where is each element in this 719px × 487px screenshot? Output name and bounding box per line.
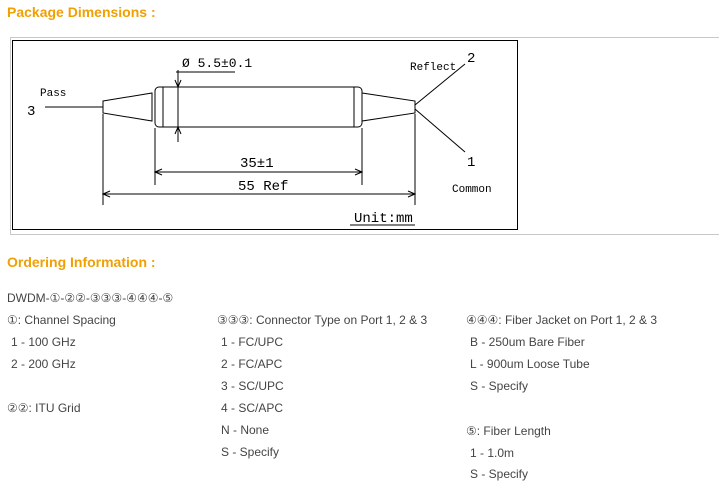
unit-label: Unit:mm [354, 211, 413, 227]
connector-option: 4 - SC/APC [221, 401, 284, 415]
fiber-length-option: 1 - 1.0m [470, 446, 515, 460]
connector-option: N - None [221, 423, 270, 437]
fiber-length-heading: ⑤: Fiber Length [466, 424, 551, 438]
left-boot [102, 92, 153, 122]
fiber-jacket-option: L - 900um Loose Tube [470, 357, 590, 371]
device-body [154, 86, 363, 128]
reflect-label: Reflect [410, 62, 456, 74]
connector-heading: ③③③: Connector Type on Port 1, 2 & 3 [217, 313, 428, 327]
connector-option: S - Specify [221, 445, 280, 459]
connector-option: 2 - FC/APC [221, 357, 283, 371]
package-dimensions-title: Package Dimensions : [7, 4, 156, 20]
diameter-label: Ø 5.5±0.1 [182, 56, 252, 71]
fiber-jacket-option: S - Specify [470, 379, 529, 393]
diagram-frame [10, 37, 719, 235]
fiber-jacket-heading: ④④④: Fiber Jacket on Port 1, 2 & 3 [466, 313, 658, 327]
connector-option: 1 - FC/UPC [221, 335, 284, 349]
channel-spacing-option: 2 - 200 GHz [11, 357, 76, 371]
port-1-label: 1 [467, 155, 475, 171]
overall-length-label: 55 Ref [238, 179, 288, 195]
fiber-jacket-option: B - 250um Bare Fiber [470, 335, 585, 349]
itu-grid-heading: ②②: ITU Grid [7, 401, 81, 415]
body-length-label: 35±1 [240, 156, 274, 172]
right-boot [361, 92, 416, 122]
common-fiber-line [414, 108, 466, 153]
connector-option: 3 - SC/UPC [221, 379, 284, 393]
pass-label: Pass [40, 88, 66, 100]
channel-spacing-heading: ①: Channel Spacing [7, 313, 116, 327]
reflect-fiber-line [414, 63, 466, 106]
port-3-label: 3 [27, 104, 35, 120]
package-drawing: Ø 5.5±0.1 35±1 55 Ref Unit:mm Pass Refle… [27, 51, 492, 227]
channel-spacing-option: 1 - 100 GHz [11, 335, 76, 349]
port-2-label: 2 [467, 51, 475, 67]
diagram-border [12, 40, 518, 230]
common-label: Common [452, 184, 492, 196]
fiber-length-option: S - Specify [470, 467, 529, 481]
ordering-information-title: Ordering Information : [7, 254, 156, 270]
ordering-code: DWDM-①-②②-③③③-④④④-⑤ [7, 291, 174, 305]
